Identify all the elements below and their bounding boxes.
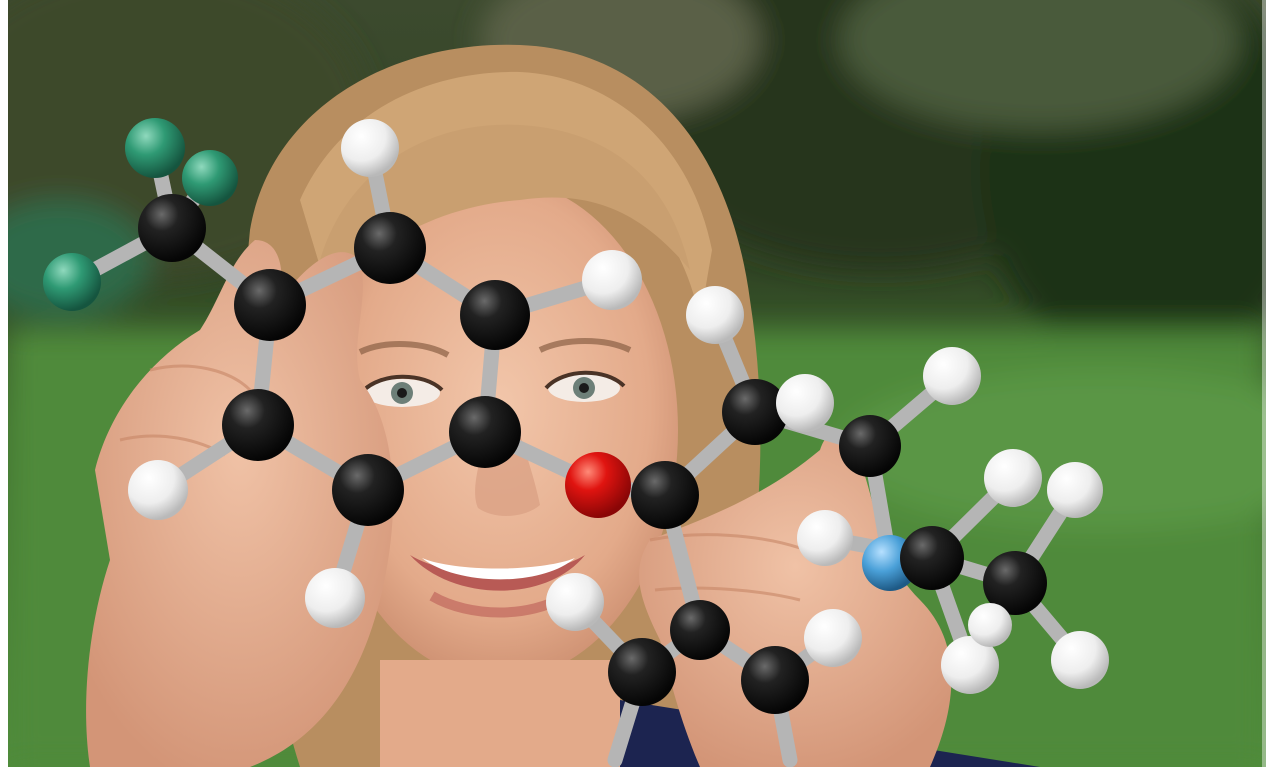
carbon-atom — [631, 461, 699, 529]
carbon-atom — [354, 212, 426, 284]
right-hand — [639, 431, 952, 767]
chlorine-atom — [43, 253, 101, 311]
carbon-atom — [332, 454, 404, 526]
carbon-atom — [900, 526, 964, 590]
chlorine-atom — [125, 118, 185, 178]
hydrogen-atom — [984, 449, 1042, 507]
carbon-atom — [983, 551, 1047, 615]
hydrogen-atom — [128, 460, 188, 520]
chlorine-atom — [182, 150, 238, 206]
carbon-atom — [741, 646, 809, 714]
eyes — [358, 338, 632, 407]
hydrogen-atom — [804, 609, 862, 667]
hydrogen-atom — [582, 250, 642, 310]
hydrogen-atom — [797, 510, 853, 566]
carbon-atom — [608, 638, 676, 706]
hydrogen-atom — [1051, 631, 1109, 689]
carbon-atom — [449, 396, 521, 468]
hydrogen-atom — [968, 603, 1012, 647]
hydrogen-atom — [305, 568, 365, 628]
hydrogen-atom — [686, 286, 744, 344]
hydrogen-atom — [546, 573, 604, 631]
carbon-atom — [138, 194, 206, 262]
hydrogen-atom — [941, 636, 999, 694]
hydrogen-atom — [1047, 462, 1103, 518]
hydrogen-atom — [341, 119, 399, 177]
carbon-atom — [234, 269, 306, 341]
carbon-atom — [222, 389, 294, 461]
carbon-atom — [722, 379, 788, 445]
oxygen-atom — [565, 452, 631, 518]
molecule-atoms — [43, 118, 1109, 714]
carbon-atom — [839, 415, 901, 477]
carbon-atom — [460, 280, 530, 350]
carbon-atom — [670, 600, 730, 660]
hydrogen-atom — [923, 347, 981, 405]
hydrogen-atom — [776, 374, 834, 432]
